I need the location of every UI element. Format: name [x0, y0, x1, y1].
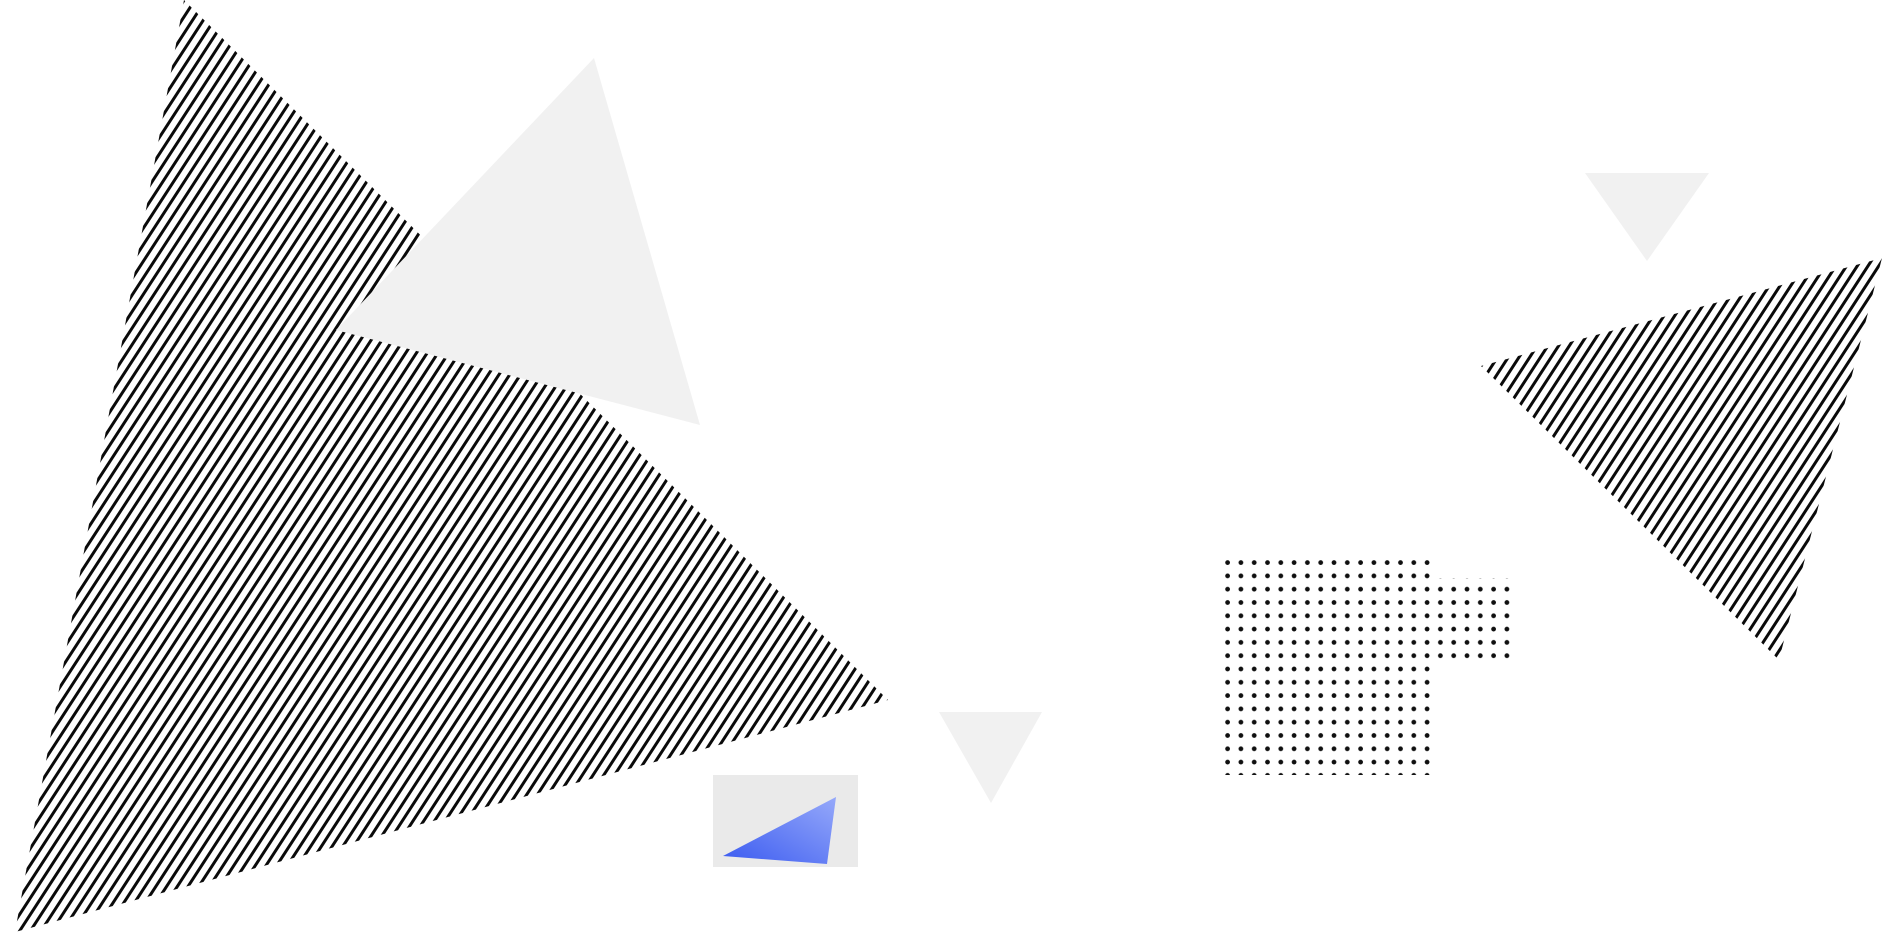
right-striped-triangle	[1481, 258, 1882, 660]
large-striped-triangle	[15, 0, 888, 932]
dot-grid-large	[1224, 557, 1430, 775]
dot-grid-small	[1436, 578, 1510, 660]
small-down-triangle	[939, 712, 1042, 803]
blue-arrow-triangle	[723, 797, 836, 864]
light-overlay-triangle	[336, 58, 700, 425]
top-right-down-triangle	[1585, 173, 1709, 261]
